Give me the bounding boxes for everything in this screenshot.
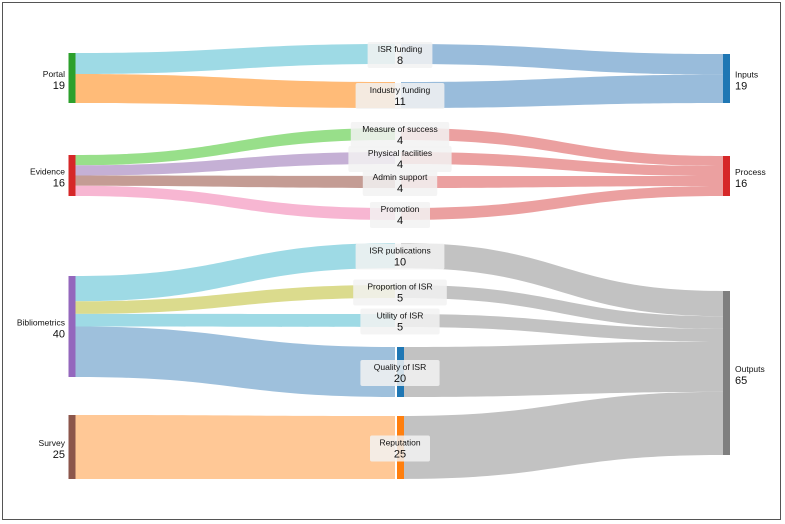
node-label-industry_funding: Industry funding (370, 85, 431, 95)
node-value-reputation: 25 (394, 449, 406, 461)
node-value-outputs: 65 (735, 375, 747, 387)
node-value-portal: 19 (53, 80, 65, 92)
node-value-isr_publications: 10 (394, 257, 406, 269)
node-label-utility_isr: Utility of ISR (377, 311, 424, 321)
node-value-evidence: 16 (53, 178, 65, 190)
node-label-measure_success: Measure of success (362, 124, 438, 134)
link-portal-to-industry_funding (75, 74, 395, 108)
link-industry_funding-to-inputs (401, 74, 723, 108)
node-bar-portal[interactable] (68, 53, 76, 103)
link-evidence-to-physical_facilities (75, 152, 395, 176)
node-label-inputs: Inputs (735, 70, 758, 80)
node-label-bibliometrics: Bibliometrics (17, 318, 65, 328)
node-bar-process[interactable] (723, 156, 730, 196)
node-label-portal: Portal (43, 69, 65, 79)
link-evidence-to-measure_success (75, 128, 395, 166)
node-label-box-promotion (370, 202, 430, 228)
sankey-links (75, 44, 723, 479)
node-bar-survey[interactable] (68, 415, 76, 479)
link-bibliometrics-to-utility_isr (75, 313, 395, 327)
link-portal-to-isr_funding (75, 44, 395, 75)
link-quality_isr-to-outputs (401, 341, 723, 397)
node-bar-bibliometrics[interactable] (68, 276, 76, 377)
link-bibliometrics-to-isr_publications (75, 243, 395, 302)
link-utility_isr-to-outputs (401, 314, 723, 342)
node-value-promotion: 4 (397, 215, 403, 227)
link-physical_facilities-to-process (401, 152, 723, 176)
link-evidence-to-promotion (75, 185, 395, 220)
node-bar-inputs[interactable] (723, 54, 730, 103)
node-label-box-industry_funding (355, 83, 445, 109)
node-value-process: 16 (735, 178, 747, 190)
sankey-labels: Portal19Evidence16Bibliometrics40Survey2… (17, 42, 766, 462)
link-isr_funding-to-inputs (401, 44, 723, 75)
node-label-box-proportion_isr (353, 279, 447, 306)
node-value-bibliometrics: 40 (53, 329, 65, 341)
node-label-physical_facilities: Physical facilities (368, 148, 432, 158)
node-label-promotion: Promotion (381, 204, 420, 214)
node-label-box-isr_publications (355, 243, 445, 270)
node-label-survey: Survey (39, 438, 66, 448)
node-value-utility_isr: 5 (397, 322, 403, 334)
node-value-inputs: 19 (735, 81, 747, 93)
node-label-proportion_isr: Proportion of ISR (367, 282, 432, 292)
node-label-admin_support: Admin support (373, 172, 428, 182)
node-value-proportion_isr: 5 (397, 293, 403, 305)
node-label-isr_publications: ISR publications (369, 246, 430, 256)
node-label-process: Process (735, 167, 766, 177)
link-proportion_isr-to-outputs (401, 285, 723, 329)
node-value-admin_support: 4 (397, 183, 403, 195)
node-label-quality_isr: Quality of ISR (374, 362, 426, 372)
node-label-box-utility_isr (360, 308, 440, 335)
node-value-measure_success: 4 (397, 135, 403, 147)
node-value-survey: 25 (53, 449, 65, 461)
node-value-quality_isr: 20 (394, 373, 406, 385)
link-measure_success-to-process (401, 128, 723, 166)
node-label-box-measure_success (350, 122, 450, 148)
node-label-outputs: Outputs (735, 364, 765, 374)
node-bar-outputs[interactable] (723, 291, 730, 455)
node-label-box-physical_facilities (348, 146, 452, 172)
link-reputation-to-outputs (401, 391, 723, 479)
link-admin_support-to-process (401, 176, 723, 188)
node-label-box-reputation (370, 435, 430, 462)
link-bibliometrics-to-proportion_isr (75, 285, 395, 314)
node-value-physical_facilities: 4 (397, 159, 403, 171)
node-label-reputation: Reputation (379, 438, 420, 448)
node-value-industry_funding: 11 (394, 96, 405, 108)
link-bibliometrics-to-quality_isr (75, 326, 395, 397)
link-isr_publications-to-outputs (401, 243, 723, 317)
node-label-box-quality_isr (360, 360, 440, 386)
node-label-box-isr_funding (367, 42, 433, 68)
node-value-isr_funding: 8 (397, 55, 403, 67)
node-label-evidence: Evidence (30, 167, 65, 177)
link-promotion-to-process (401, 186, 723, 220)
link-evidence-to-admin_support (75, 175, 395, 188)
link-survey-to-reputation (75, 415, 395, 479)
node-label-box-admin_support (362, 170, 438, 196)
node-label-isr_funding: ISR funding (378, 44, 423, 54)
node-bar-evidence[interactable] (68, 155, 76, 196)
